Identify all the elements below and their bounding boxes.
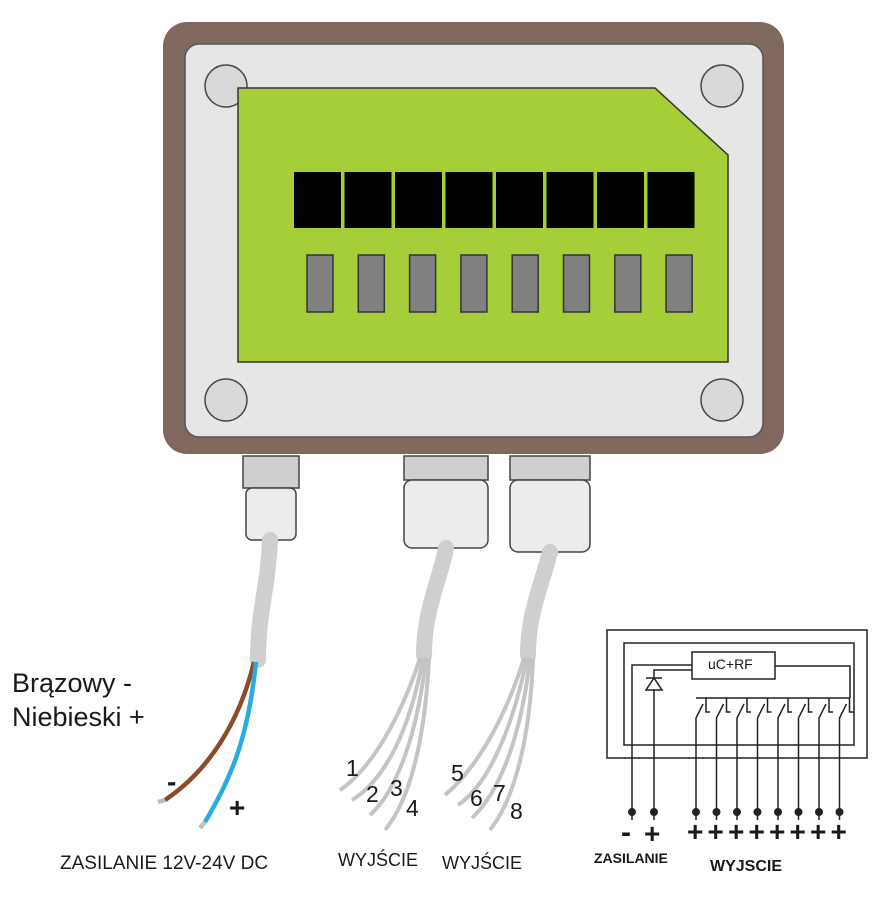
output-wires-a xyxy=(338,657,431,832)
screw-top-left xyxy=(204,64,248,108)
display-cell xyxy=(445,172,493,228)
led-indicator xyxy=(614,254,642,313)
caption-outputs-b: WYJŚCIE xyxy=(442,853,523,873)
output-bus xyxy=(696,665,851,699)
output-switch xyxy=(733,698,751,820)
led-indicator xyxy=(562,254,591,313)
output-plus-sign: + xyxy=(707,816,724,847)
wire-number-1: 1 xyxy=(346,755,359,781)
schematic-power-label: ZASILANIE xyxy=(594,850,668,866)
screw-bottom-left xyxy=(204,378,248,422)
minus-sign: - xyxy=(167,766,177,797)
output-cable-a xyxy=(416,540,454,663)
schematic-outputs-label: WYJSCIE xyxy=(710,858,783,875)
output-plus-sign: + xyxy=(687,816,704,847)
gland-power xyxy=(242,455,300,541)
output-switches xyxy=(692,698,854,820)
output-switch xyxy=(692,698,710,820)
blue-wire xyxy=(203,661,259,824)
plus-sign: + xyxy=(229,792,246,823)
schematic-frame-inner xyxy=(623,642,855,746)
display-cell xyxy=(344,172,392,228)
wire-number-7: 7 xyxy=(493,780,506,806)
wire-number-4: 4 xyxy=(406,795,419,821)
blue-wire-end xyxy=(198,820,207,830)
output-switch xyxy=(794,698,813,820)
wire-number-2: 2 xyxy=(366,781,379,807)
schematic-plus: + xyxy=(644,818,661,849)
output-wires-b xyxy=(443,657,535,832)
led-indicator xyxy=(511,254,539,313)
screw-top-right xyxy=(700,64,744,108)
gland-outputs-a xyxy=(403,455,489,549)
display-cells xyxy=(294,172,695,228)
wire-number-3: 3 xyxy=(390,775,403,801)
output-cable-b xyxy=(520,544,558,663)
output-plus-sign: + xyxy=(830,816,847,847)
screw-bottom-right xyxy=(700,378,744,422)
legend-brown: Brązowy - xyxy=(12,668,133,698)
brown-wire-end xyxy=(157,797,166,805)
caption-outputs-a: WYJŚCIE xyxy=(338,850,419,870)
brown-wire xyxy=(163,661,257,802)
schematic xyxy=(606,629,868,820)
display-cell xyxy=(546,172,594,228)
legend-blue: Niebieski + xyxy=(12,702,145,732)
diode-line xyxy=(653,669,692,820)
module-label: uC+RF xyxy=(708,656,753,672)
led-indicator xyxy=(408,254,437,313)
led-indicator xyxy=(357,254,386,313)
led-indicator xyxy=(306,254,334,313)
terminal-plus xyxy=(650,808,658,816)
display-cell xyxy=(647,172,695,228)
output-plus-sign: + xyxy=(810,816,827,847)
display-cell xyxy=(597,172,644,228)
output-plus-sign: + xyxy=(769,816,786,847)
output-switch xyxy=(753,698,772,820)
gland-outputs-b xyxy=(509,455,591,553)
terminal-minus xyxy=(628,808,636,816)
wire-number-8: 8 xyxy=(510,798,523,824)
output-plus-sign: + xyxy=(789,816,806,847)
output-plus-sign: + xyxy=(728,816,745,847)
output-plus-sign: + xyxy=(748,816,765,847)
schematic-minus: - xyxy=(621,816,631,849)
output-switch xyxy=(774,698,792,820)
display-cell xyxy=(496,172,543,228)
power-cable xyxy=(250,532,278,668)
output-switch xyxy=(835,698,854,820)
wire-number-6: 6 xyxy=(470,785,483,811)
led-indicator xyxy=(665,254,693,313)
diode-symbol xyxy=(644,676,664,691)
display-cell xyxy=(395,172,442,228)
wire-number-5: 5 xyxy=(451,760,464,786)
caption-power: ZASILANIE 12V-24V DC xyxy=(60,853,269,874)
power-bus xyxy=(631,664,692,820)
display-cell xyxy=(294,172,341,228)
output-switch xyxy=(712,698,731,820)
led-cells xyxy=(306,254,693,313)
output-switch xyxy=(815,698,833,820)
led-indicator xyxy=(460,254,488,313)
